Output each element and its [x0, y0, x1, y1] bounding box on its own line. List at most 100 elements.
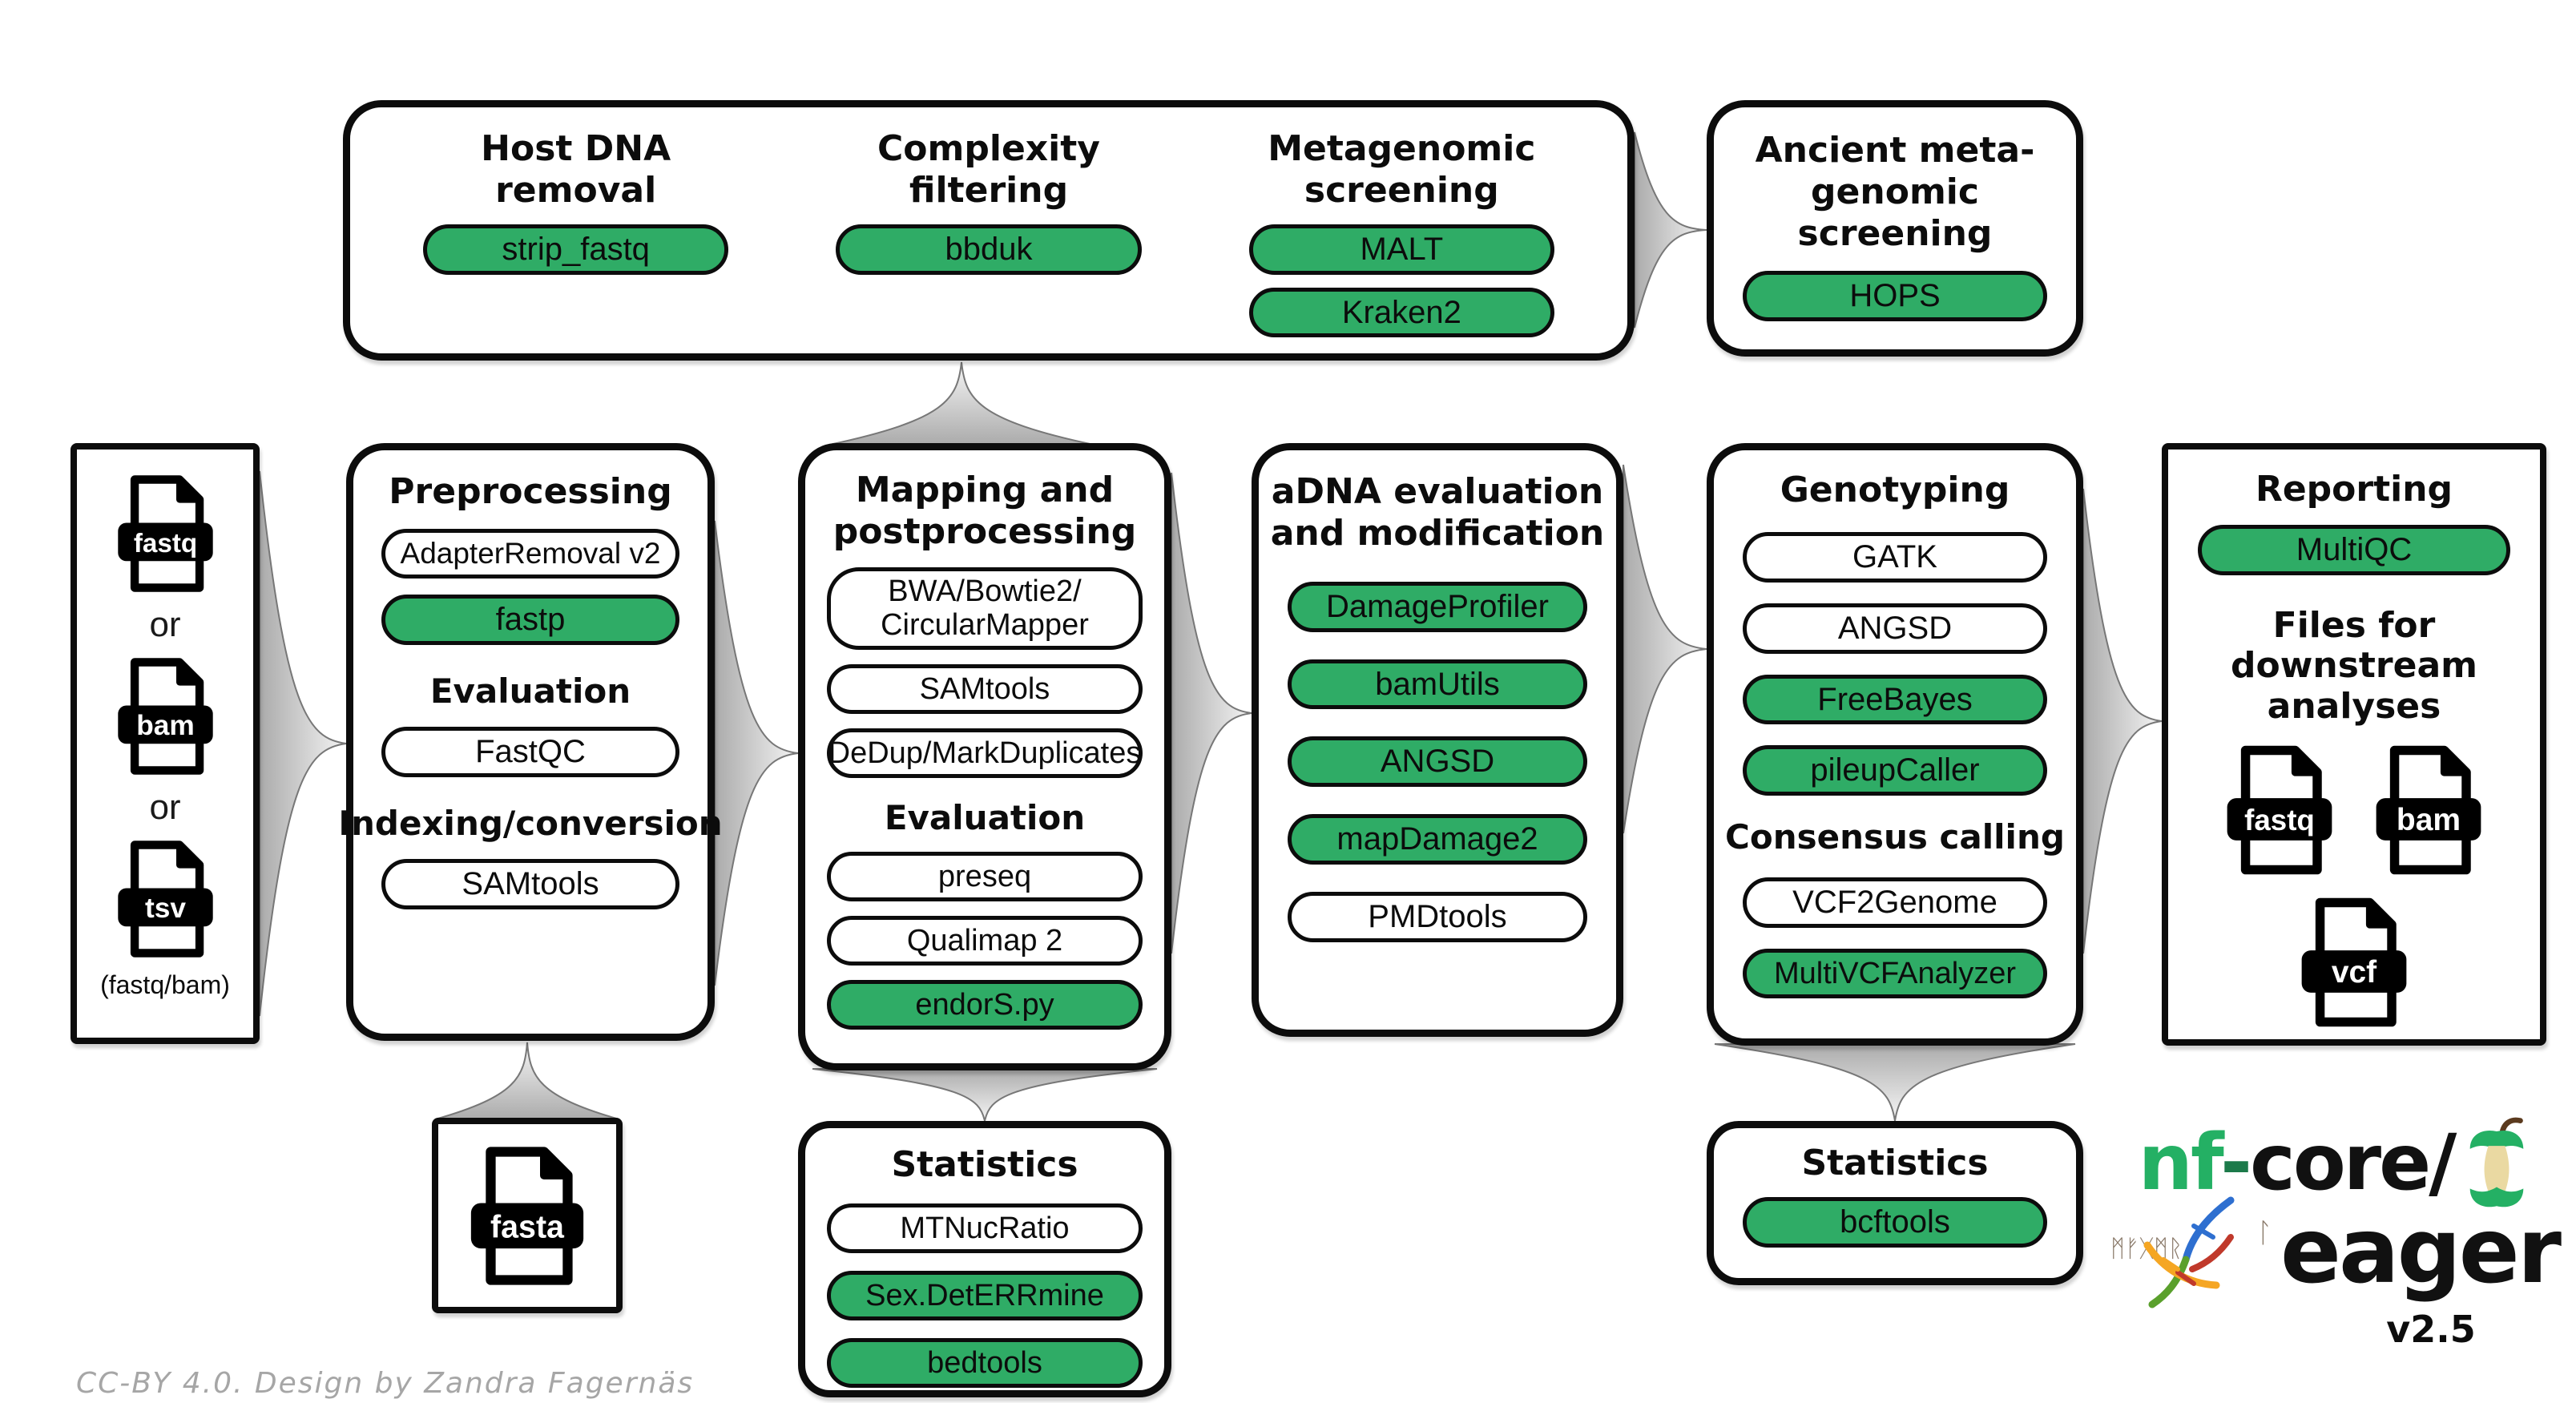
fastq-file-label: fastq — [133, 529, 196, 558]
pill-bedtools: bedtools — [826, 1337, 1143, 1388]
connector-adna-to-genotyping — [1623, 464, 1707, 834]
pill-angsd-adna: ANGSD — [1287, 736, 1588, 788]
pill-multivcfanalyzer: MultiVCFAnalyzer — [1743, 949, 2047, 999]
indexing-heading: Indexing/conversion — [338, 803, 723, 843]
pill-mapdamage2: mapDamage2 — [1287, 814, 1588, 865]
pill-dedup-markduplicates: DeDup/MarkDuplicates — [826, 728, 1143, 778]
pill-angsd-genotyping: ANGSD — [1743, 603, 2047, 654]
input-caption: (fastq/bam) — [100, 970, 230, 999]
mapping-evaluation-heading: Evaluation — [884, 797, 1086, 837]
pill-vcf2genome: VCF2Genome — [1743, 877, 2047, 929]
connector-genotyping-to-statistics — [1714, 1043, 2076, 1122]
logo-line-2: ᛗᚠᚷᛗᚱ ᛚ eager — [2106, 1192, 2564, 1308]
evaluation-heading: Evaluation — [429, 671, 631, 711]
box-preprocessing: Preprocessing AdapterRemoval v2 fastp Ev… — [338, 443, 723, 1041]
statistics-mapping-title: Statistics — [891, 1144, 1078, 1185]
pill-fastqc: FastQC — [381, 727, 679, 777]
screening-columns: Host DNA removal strip_fastq Complexity … — [350, 107, 1627, 353]
pill-mtnucratio: MTNucRatio — [826, 1203, 1143, 1253]
box-statistics-genotyping: Statistics bcftools — [1707, 1121, 2083, 1285]
vcf-output-file-icon: vcf — [2301, 898, 2407, 1027]
fastq-output-label: fastq — [2244, 804, 2315, 837]
connector-mapping-to-screening — [828, 361, 1094, 445]
logo-version: v2.5 — [2386, 1308, 2476, 1351]
tsv-file-label: tsv — [144, 893, 185, 924]
pill-hops: HOPS — [1743, 270, 2047, 321]
logo-rune-right: ᛚ — [2256, 1217, 2272, 1249]
connector-input-to-preprocessing — [259, 470, 347, 1017]
consensus-calling-heading: Consensus calling — [1725, 817, 2065, 857]
pill-qualimap2: Qualimap 2 — [826, 916, 1143, 966]
reporting-title: Reporting — [2255, 469, 2453, 510]
pill-fastp: fastp — [381, 594, 679, 645]
pill-freebayes: FreeBayes — [1743, 674, 2047, 725]
pill-samtools-preprocessing: SAMtools — [381, 859, 679, 909]
bam-output-file-icon: bam — [2376, 746, 2481, 875]
dna-helix-icon: ᛗᚠᚷᛗᚱ ᛚ — [2110, 1196, 2272, 1308]
pill-kraken2: Kraken2 — [1248, 287, 1554, 338]
box-input-files: fastq or bam or tsv (fastq/bam) — [71, 443, 260, 1044]
license-credit-text: CC-BY 4.0. Design by Zandra Fagernäs — [76, 1367, 695, 1400]
box-fasta-reference: fasta — [432, 1118, 623, 1313]
fastq-output-file-icon: fastq — [2227, 746, 2332, 875]
ancient-screening-title: Ancient meta- genomic screening — [1755, 130, 2035, 254]
pill-endors-py: endorS.py — [826, 980, 1143, 1030]
logo-nf-core-text: nf-core/ — [2138, 1118, 2457, 1207]
box-ancient-screening: Ancient meta- genomic screening HOPS — [1707, 100, 2083, 357]
bam-file-label: bam — [136, 710, 195, 741]
logo-core: core/ — [2249, 1118, 2457, 1207]
bam-file-icon: bam — [117, 658, 213, 775]
pill-samtools-mapping: SAMtools — [826, 663, 1143, 714]
or-label-2: or — [149, 788, 181, 827]
nf-core-eager-logo: nf-core/ ᛗᚠᚷᛗᚱ ᛚ eager v2.5 — [2106, 1115, 2564, 1351]
pill-sexdeterrmine: Sex.DetERRmine — [826, 1270, 1143, 1320]
fastq-file-icon: fastq — [117, 475, 213, 592]
pill-adapterremoval: AdapterRemoval v2 — [381, 528, 679, 579]
or-label-1: or — [149, 605, 181, 644]
column-metagenomic-screening: Metagenomic screening MALT Kraken2 — [1195, 128, 1608, 338]
connector-preprocessing-to-mapping — [714, 520, 799, 986]
logo-nf: nf — [2138, 1118, 2223, 1207]
box-reporting: Reporting MultiQC Files for downstream a… — [2162, 443, 2546, 1046]
connector-genotyping-to-reporting — [2082, 488, 2163, 954]
column-complexity-filtering: Complexity filtering bbduk — [782, 128, 1195, 337]
logo-eager-text: eager — [2280, 1199, 2562, 1304]
metagenomic-screening-title: Metagenomic screening — [1268, 128, 1536, 211]
connector-metagenomic-to-ancient — [1634, 131, 1707, 329]
apple-core-icon — [2470, 1117, 2524, 1207]
pill-pmdtools: PMDtools — [1287, 892, 1588, 942]
preprocessing-title: Preprocessing — [389, 471, 672, 512]
box-adna: aDNA evaluation and modification DamageP… — [1252, 443, 1623, 1037]
box-genotyping: Genotyping GATK ANGSD FreeBayes pileupCa… — [1707, 443, 2083, 1046]
vcf-output-label: vcf — [2332, 956, 2377, 990]
bam-output-label: bam — [2397, 804, 2461, 838]
pill-pileupcaller: pileupCaller — [1743, 745, 2047, 796]
box-statistics-mapping: Statistics MTNucRatio Sex.DetERRmine bed… — [798, 1121, 1171, 1397]
host-dna-removal-title: Host DNA removal — [481, 128, 671, 211]
complexity-filtering-title: Complexity filtering — [877, 128, 1100, 211]
pill-bamutils: bamUtils — [1287, 659, 1588, 710]
fasta-file-icon: fasta — [470, 1146, 584, 1285]
column-host-dna-removal: Host DNA removal strip_fastq — [369, 128, 782, 337]
downstream-files-heading: Files for downstream analyses — [2231, 604, 2477, 727]
logo-dash: - — [2220, 1118, 2252, 1207]
pill-bwa-bowtie2-circularmapper: BWA/Bowtie2/ CircularMapper — [826, 566, 1143, 650]
pill-malt: MALT — [1248, 224, 1554, 275]
downstream-files-row: fastq bam — [2219, 741, 2489, 879]
tsv-file-icon: tsv — [117, 841, 213, 958]
statistics-genotyping-title: Statistics — [1801, 1143, 1989, 1183]
pill-multiqc: MultiQC — [2198, 524, 2510, 575]
genotyping-title: Genotyping — [1780, 470, 2010, 510]
mapping-title: Mapping and postprocessing — [832, 470, 1137, 552]
box-screening: Host DNA removal strip_fastq Complexity … — [343, 100, 1635, 361]
connector-mapping-to-adna — [1171, 472, 1252, 954]
pill-bbduk: bbduk — [836, 224, 1142, 275]
pill-damageprofiler: DamageProfiler — [1287, 581, 1588, 632]
connector-fasta-to-preprocessing — [434, 1042, 620, 1120]
connector-mapping-to-statistics — [812, 1068, 1158, 1122]
adna-title: aDNA evaluation and modification — [1270, 471, 1605, 554]
fasta-file-label: fasta — [490, 1209, 565, 1244]
pill-bcftools: bcftools — [1743, 1196, 2047, 1248]
